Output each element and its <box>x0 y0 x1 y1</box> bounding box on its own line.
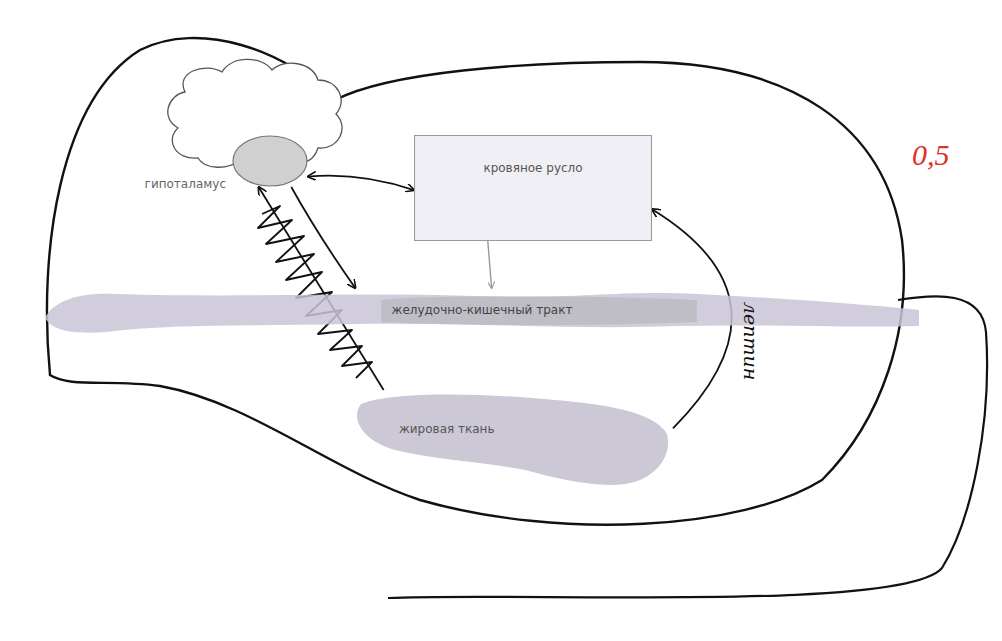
grade-mark: 0,5 <box>912 138 950 172</box>
arrow <box>291 187 355 288</box>
double-arrow <box>308 176 414 190</box>
hypothalamus-ellipse: гипоталамус <box>232 135 308 187</box>
node-shape <box>414 135 652 241</box>
small-arrow <box>488 241 492 288</box>
crossed-arrow <box>259 187 384 390</box>
node-label: жировая ткань <box>399 422 495 436</box>
node-label: желудочно-кишечный тракт <box>45 303 919 317</box>
node-label: гипоталамус <box>145 177 226 191</box>
edge-label: лептин <box>740 302 762 380</box>
node-label: кровяное русло <box>414 161 652 175</box>
mouse-outline <box>47 38 904 525</box>
node-shape <box>355 390 673 486</box>
gi-tract-band: желудочно-кишечный тракт <box>45 288 919 332</box>
scribble <box>258 206 372 378</box>
node-shape <box>232 135 308 187</box>
fat-tissue-blob: жировая ткань <box>355 390 673 486</box>
blood-box: кровяное русло <box>414 135 652 241</box>
